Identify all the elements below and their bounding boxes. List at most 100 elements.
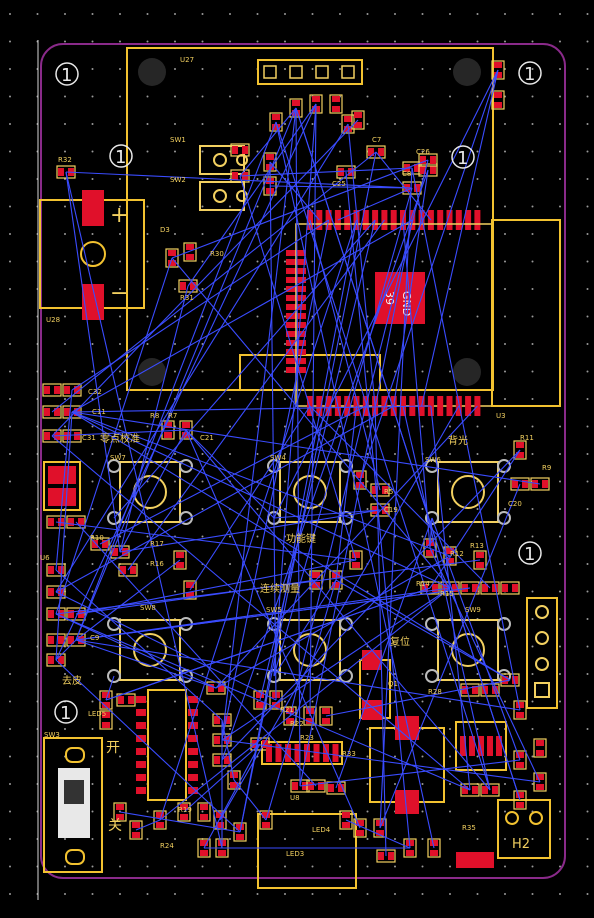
ref-u3: U3: [496, 412, 506, 420]
grid-dot: [256, 508, 259, 510]
grid-dot: [119, 205, 121, 208]
ref-c8: C8: [402, 170, 411, 178]
grid-dot: [339, 233, 341, 235]
ic-pin: [487, 736, 493, 756]
h2-pin-1: [505, 811, 519, 825]
grid-dot: [531, 755, 534, 758]
airwire: [221, 107, 297, 741]
grid-dot: [64, 893, 66, 895]
grid-dot: [201, 618, 204, 620]
grid-dot: [64, 150, 66, 153]
airwire: [221, 587, 451, 741]
label-on: 开: [106, 740, 120, 756]
grid-dot: [586, 95, 589, 98]
grid-dot: [559, 425, 561, 428]
airwire: [221, 449, 521, 761]
grid-dot: [586, 700, 589, 703]
grid-dot: [229, 535, 231, 538]
grid-dot: [586, 618, 589, 620]
grid-dot: [311, 123, 314, 125]
grid-dot: [366, 810, 369, 813]
grid-dot: [91, 233, 94, 235]
grid-dot: [421, 508, 424, 510]
grid-dot: [146, 425, 149, 428]
grid-dot: [476, 205, 479, 208]
passive-part: [183, 580, 197, 600]
grid-dot: [394, 40, 396, 43]
grid-dot: [256, 535, 259, 538]
grid-dot: [476, 178, 479, 180]
ref-r8: R8: [150, 412, 159, 420]
grid-dot: [91, 123, 94, 125]
grid-dot: [91, 700, 94, 703]
grid-dot: [146, 260, 149, 263]
airwire: [273, 103, 317, 677]
grid-dot: [366, 618, 369, 620]
grid-dot: [531, 343, 534, 345]
passive-part: [90, 537, 110, 551]
passive-part: [533, 772, 547, 792]
grid-dot: [284, 288, 286, 290]
grid-dot: [9, 618, 11, 620]
passive-part: [513, 700, 527, 720]
grid-dot: [64, 233, 66, 235]
grid-dot: [476, 480, 479, 483]
grid-dot: [9, 288, 11, 290]
svg-text:1: 1: [61, 65, 72, 86]
grid-dot: [531, 260, 534, 263]
grid-dot: [146, 893, 149, 895]
grid-dot: [201, 755, 204, 758]
h2-connector: [497, 799, 551, 859]
ref-designators: U27 U28 U3 R32 D3 R31 R30 SW1 SW2 SW7 SW…: [40, 56, 551, 858]
grid-dot: [421, 673, 424, 675]
grid-dot: [531, 205, 534, 208]
grid-dot: [531, 40, 534, 43]
grid-dot: [64, 865, 66, 868]
grid-dot: [449, 783, 451, 785]
grid-dot: [174, 150, 176, 153]
grid-dot: [91, 508, 94, 510]
grid-dot: [339, 590, 341, 593]
svg-text:1: 1: [115, 147, 126, 168]
grid-dot: [229, 13, 231, 15]
airwire: [105, 587, 431, 701]
grid-dot: [64, 673, 66, 675]
fiducial-1: [55, 62, 79, 86]
airwire: [65, 171, 223, 849]
grid-dot: [586, 178, 589, 180]
grid-dot: [174, 68, 176, 70]
grid-dot: [284, 728, 286, 730]
grid-dot: [339, 13, 341, 15]
slide-switch-pin-bottom: [65, 849, 85, 865]
grid-dot: [119, 288, 121, 290]
grid-dot: [559, 95, 561, 98]
ref-r33: R33: [342, 750, 356, 758]
grid-dot: [449, 865, 451, 868]
passive-part: [99, 710, 113, 730]
grid-dot: [531, 893, 534, 895]
grid-dot: [9, 563, 11, 565]
airwire: [269, 185, 413, 189]
grid-dot: [174, 728, 176, 730]
grid-dot: [91, 673, 94, 675]
grid-dot: [559, 40, 561, 43]
grid-dot: [9, 673, 11, 675]
grid-dot: [9, 315, 11, 318]
label-zero-weigh: 零点校准: [100, 432, 140, 445]
grid-dot: [311, 865, 314, 868]
ic-u6: [147, 689, 187, 801]
grid-dot: [201, 535, 204, 538]
grid-dot: [201, 398, 204, 400]
grid-dot: [284, 315, 286, 318]
passive-part: [370, 483, 390, 497]
grid-dot: [229, 865, 231, 868]
grid-dot: [119, 343, 121, 345]
grid-dot: [229, 40, 231, 43]
airwire: [239, 151, 377, 833]
grid-dot: [256, 618, 259, 620]
grid-dot: [531, 398, 534, 400]
grid-dot: [9, 755, 11, 758]
grid-dot: [64, 260, 66, 263]
grid-dot: [449, 893, 451, 895]
grid-dot: [531, 618, 534, 620]
